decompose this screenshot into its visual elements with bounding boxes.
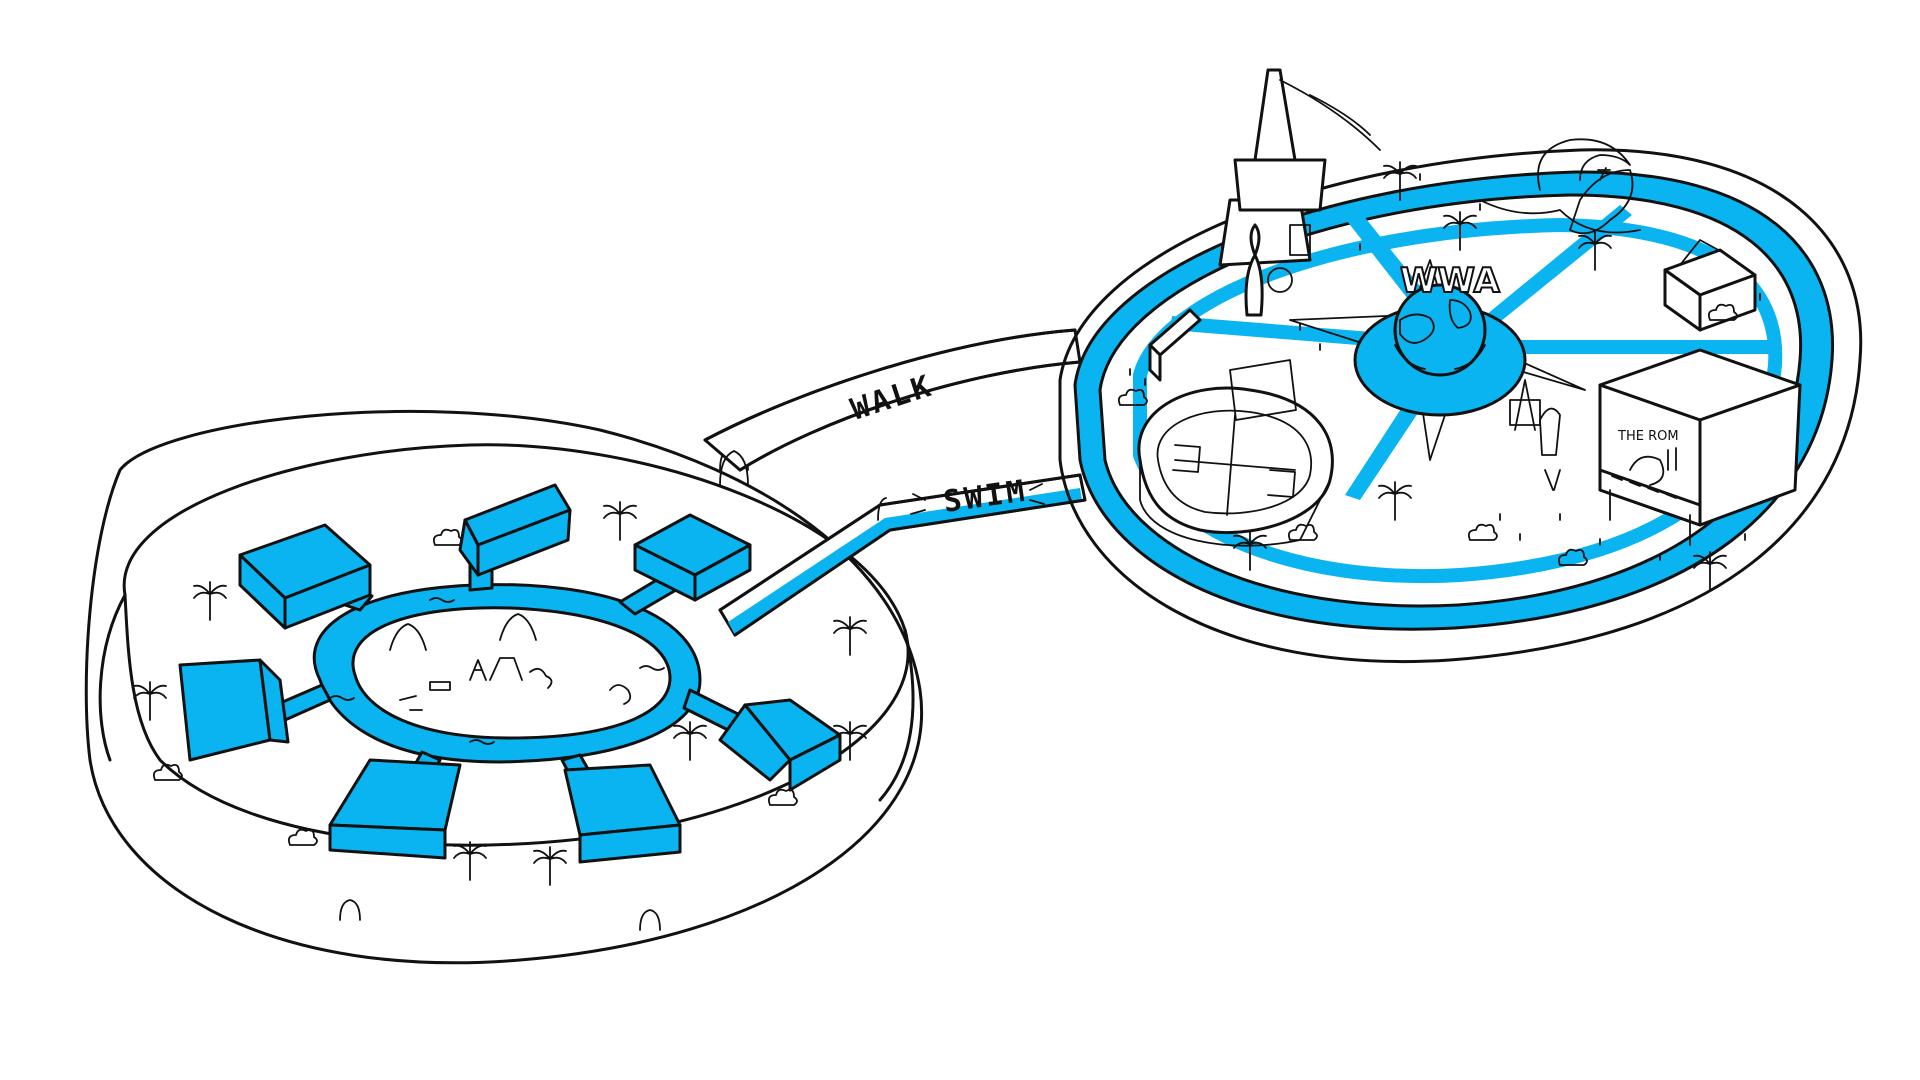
right-island: WWA (1058, 68, 1863, 663)
palm-tree-icon (533, 846, 567, 886)
building-block-3 (633, 513, 752, 602)
walk-bridge: WALK (703, 328, 1082, 486)
palm-tree-icon (453, 841, 487, 881)
stadium-icon (1137, 359, 1334, 547)
piano-icon (1598, 468, 1702, 546)
palm-tree-icon (673, 721, 707, 761)
building-block-4 (178, 658, 290, 762)
swim-label: SWIM (941, 474, 1029, 520)
tower-icon (1218, 68, 1381, 267)
shrub-icon (432, 528, 463, 546)
palm-tree-icon (193, 581, 227, 621)
billboard-text: THE ROM (1617, 429, 1679, 444)
surfer-icon (1479, 138, 1641, 235)
left-island (84, 410, 923, 965)
palm-tree-icon (603, 501, 637, 541)
palm-tree-icon (833, 616, 867, 656)
playground-icon (389, 613, 632, 711)
building-block-2 (458, 483, 572, 577)
bowling-pin-icon (1244, 223, 1293, 317)
globe-icon (1393, 283, 1487, 377)
left-island-top-edge (122, 443, 910, 847)
easel-icon (1509, 379, 1561, 491)
building-block-7 (563, 763, 682, 864)
shrub-icon (287, 828, 318, 846)
globe-sign: WWA (1400, 261, 1500, 301)
building-block-6 (328, 758, 462, 860)
boathouse-icon (1663, 239, 1757, 332)
left-island-outer-rim (84, 410, 923, 965)
building-block-1 (238, 523, 372, 630)
central-park (351, 606, 672, 740)
building-block-5 (718, 698, 842, 792)
swim-channel: SWIM (718, 473, 1087, 637)
kiosk-icon (1148, 308, 1202, 382)
